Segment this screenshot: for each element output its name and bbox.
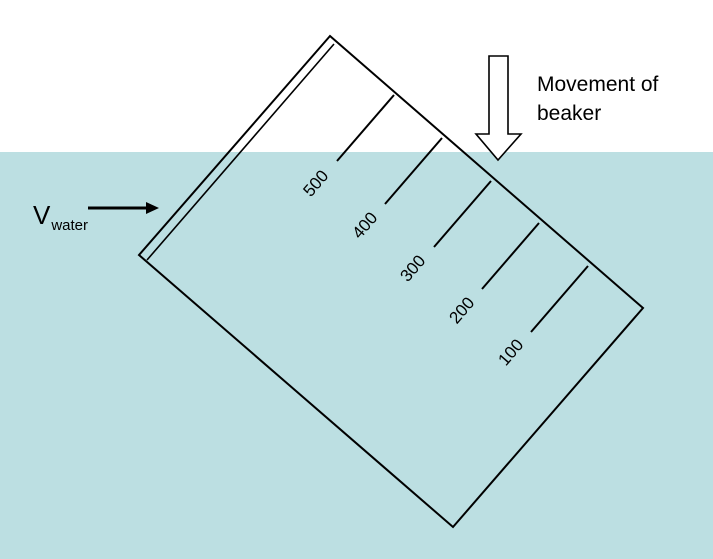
water-volume-subscript: water	[50, 217, 88, 234]
right-arrow-icon	[146, 202, 159, 214]
movement-label-line1: Movement of	[537, 73, 659, 96]
water-volume-symbol: V	[33, 200, 51, 230]
water-volume-label: Vwater	[33, 200, 88, 234]
graduation-line-300	[433, 180, 492, 248]
graduation-line-400	[384, 137, 443, 205]
movement-label-line2: beaker	[537, 102, 601, 125]
graduation-line-500	[336, 94, 395, 162]
graduation-line-100	[530, 265, 589, 333]
beaker-inner-wall	[146, 43, 335, 261]
graduation-line-200	[481, 222, 540, 290]
beaker-outline	[137, 34, 645, 529]
water-surface	[0, 152, 713, 559]
down-arrow-icon	[474, 55, 523, 162]
